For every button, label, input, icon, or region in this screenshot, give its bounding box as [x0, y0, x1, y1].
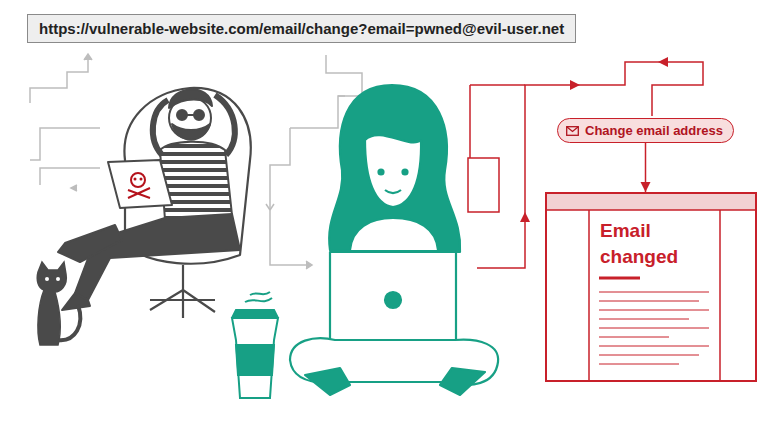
envelope-icon	[566, 126, 579, 136]
flow-arrow	[641, 143, 651, 192]
browser-window: Email changed	[545, 192, 757, 382]
node-text: https://vulnerable-website.com/email/cha…	[39, 20, 564, 37]
node-text: Email changed	[600, 218, 718, 269]
node-text: Change email address	[585, 123, 723, 138]
action-pill: Change email address	[557, 118, 734, 143]
url-bar: https://vulnerable-website.com/email/cha…	[27, 14, 576, 43]
